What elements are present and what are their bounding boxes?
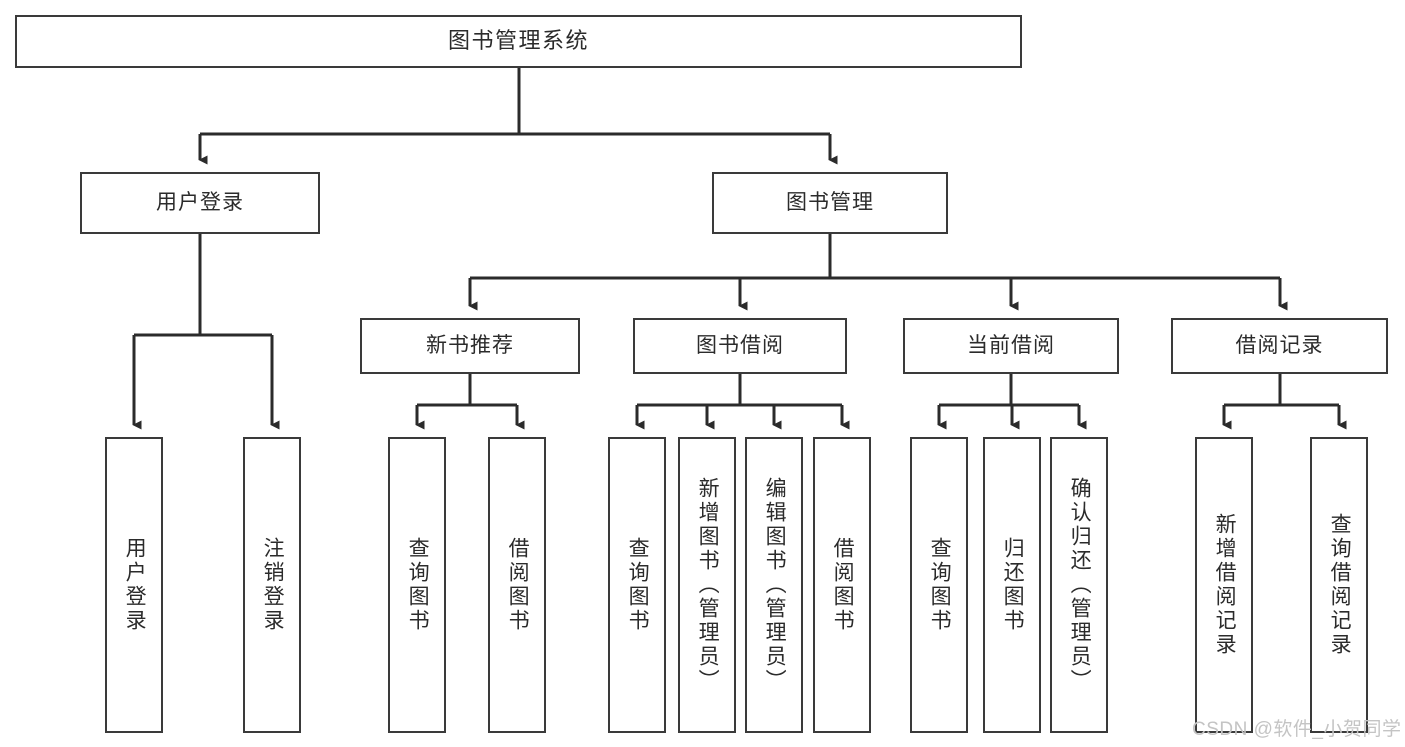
- leaf-query-record[interactable]: 查询借阅记录: [1310, 437, 1368, 733]
- node-root-system[interactable]: 图书管理系统: [15, 15, 1022, 68]
- node-label: 新书推荐: [426, 334, 514, 358]
- node-new-book-rec[interactable]: 新书推荐: [360, 318, 580, 374]
- node-label: 图书管理系统: [447, 28, 589, 54]
- node-label: 借阅图书: [831, 537, 855, 633]
- node-label: 图书借阅: [696, 334, 784, 358]
- leaf-confirm-return[interactable]: 确认归还（管理员）: [1050, 437, 1108, 733]
- leaf-borrow-book-2[interactable]: 借阅图书: [813, 437, 871, 733]
- node-label: 查询图书: [406, 537, 430, 633]
- node-label: 查询图书: [626, 537, 650, 633]
- node-label: 编辑图书（管理员）: [763, 477, 787, 693]
- node-label: 新增借阅记录: [1213, 513, 1237, 657]
- node-label: 借阅图书: [506, 537, 530, 633]
- node-label: 确认归还（管理员）: [1068, 477, 1092, 693]
- leaf-user-logout[interactable]: 注销登录: [243, 437, 301, 733]
- node-label: 查询图书: [928, 537, 952, 633]
- leaf-edit-book[interactable]: 编辑图书（管理员）: [745, 437, 803, 733]
- node-label: 图书管理: [786, 191, 874, 215]
- node-book-borrow[interactable]: 图书借阅: [633, 318, 847, 374]
- node-current-borrow[interactable]: 当前借阅: [903, 318, 1119, 374]
- node-label: 用户登录: [123, 537, 147, 633]
- leaf-query-book-1[interactable]: 查询图书: [388, 437, 446, 733]
- node-label: 注销登录: [261, 537, 285, 633]
- leaf-add-book[interactable]: 新增图书（管理员）: [678, 437, 736, 733]
- node-label: 新增图书（管理员）: [696, 477, 720, 693]
- leaf-return-book[interactable]: 归还图书: [983, 437, 1041, 733]
- leaf-add-record[interactable]: 新增借阅记录: [1195, 437, 1253, 733]
- node-user-login[interactable]: 用户登录: [80, 172, 320, 234]
- leaf-query-book-2[interactable]: 查询图书: [608, 437, 666, 733]
- leaf-query-book-3[interactable]: 查询图书: [910, 437, 968, 733]
- leaf-borrow-book-1[interactable]: 借阅图书: [488, 437, 546, 733]
- node-label: 查询借阅记录: [1328, 513, 1352, 657]
- node-label: 当前借阅: [967, 334, 1055, 358]
- node-book-manage[interactable]: 图书管理: [712, 172, 948, 234]
- watermark-text: CSDN @软件_小贺同学: [1192, 719, 1402, 740]
- node-label: 归还图书: [1001, 537, 1025, 633]
- node-label: 借阅记录: [1235, 334, 1324, 358]
- node-borrow-record[interactable]: 借阅记录: [1171, 318, 1388, 374]
- node-label: 用户登录: [156, 191, 244, 215]
- leaf-user-login[interactable]: 用户登录: [105, 437, 163, 733]
